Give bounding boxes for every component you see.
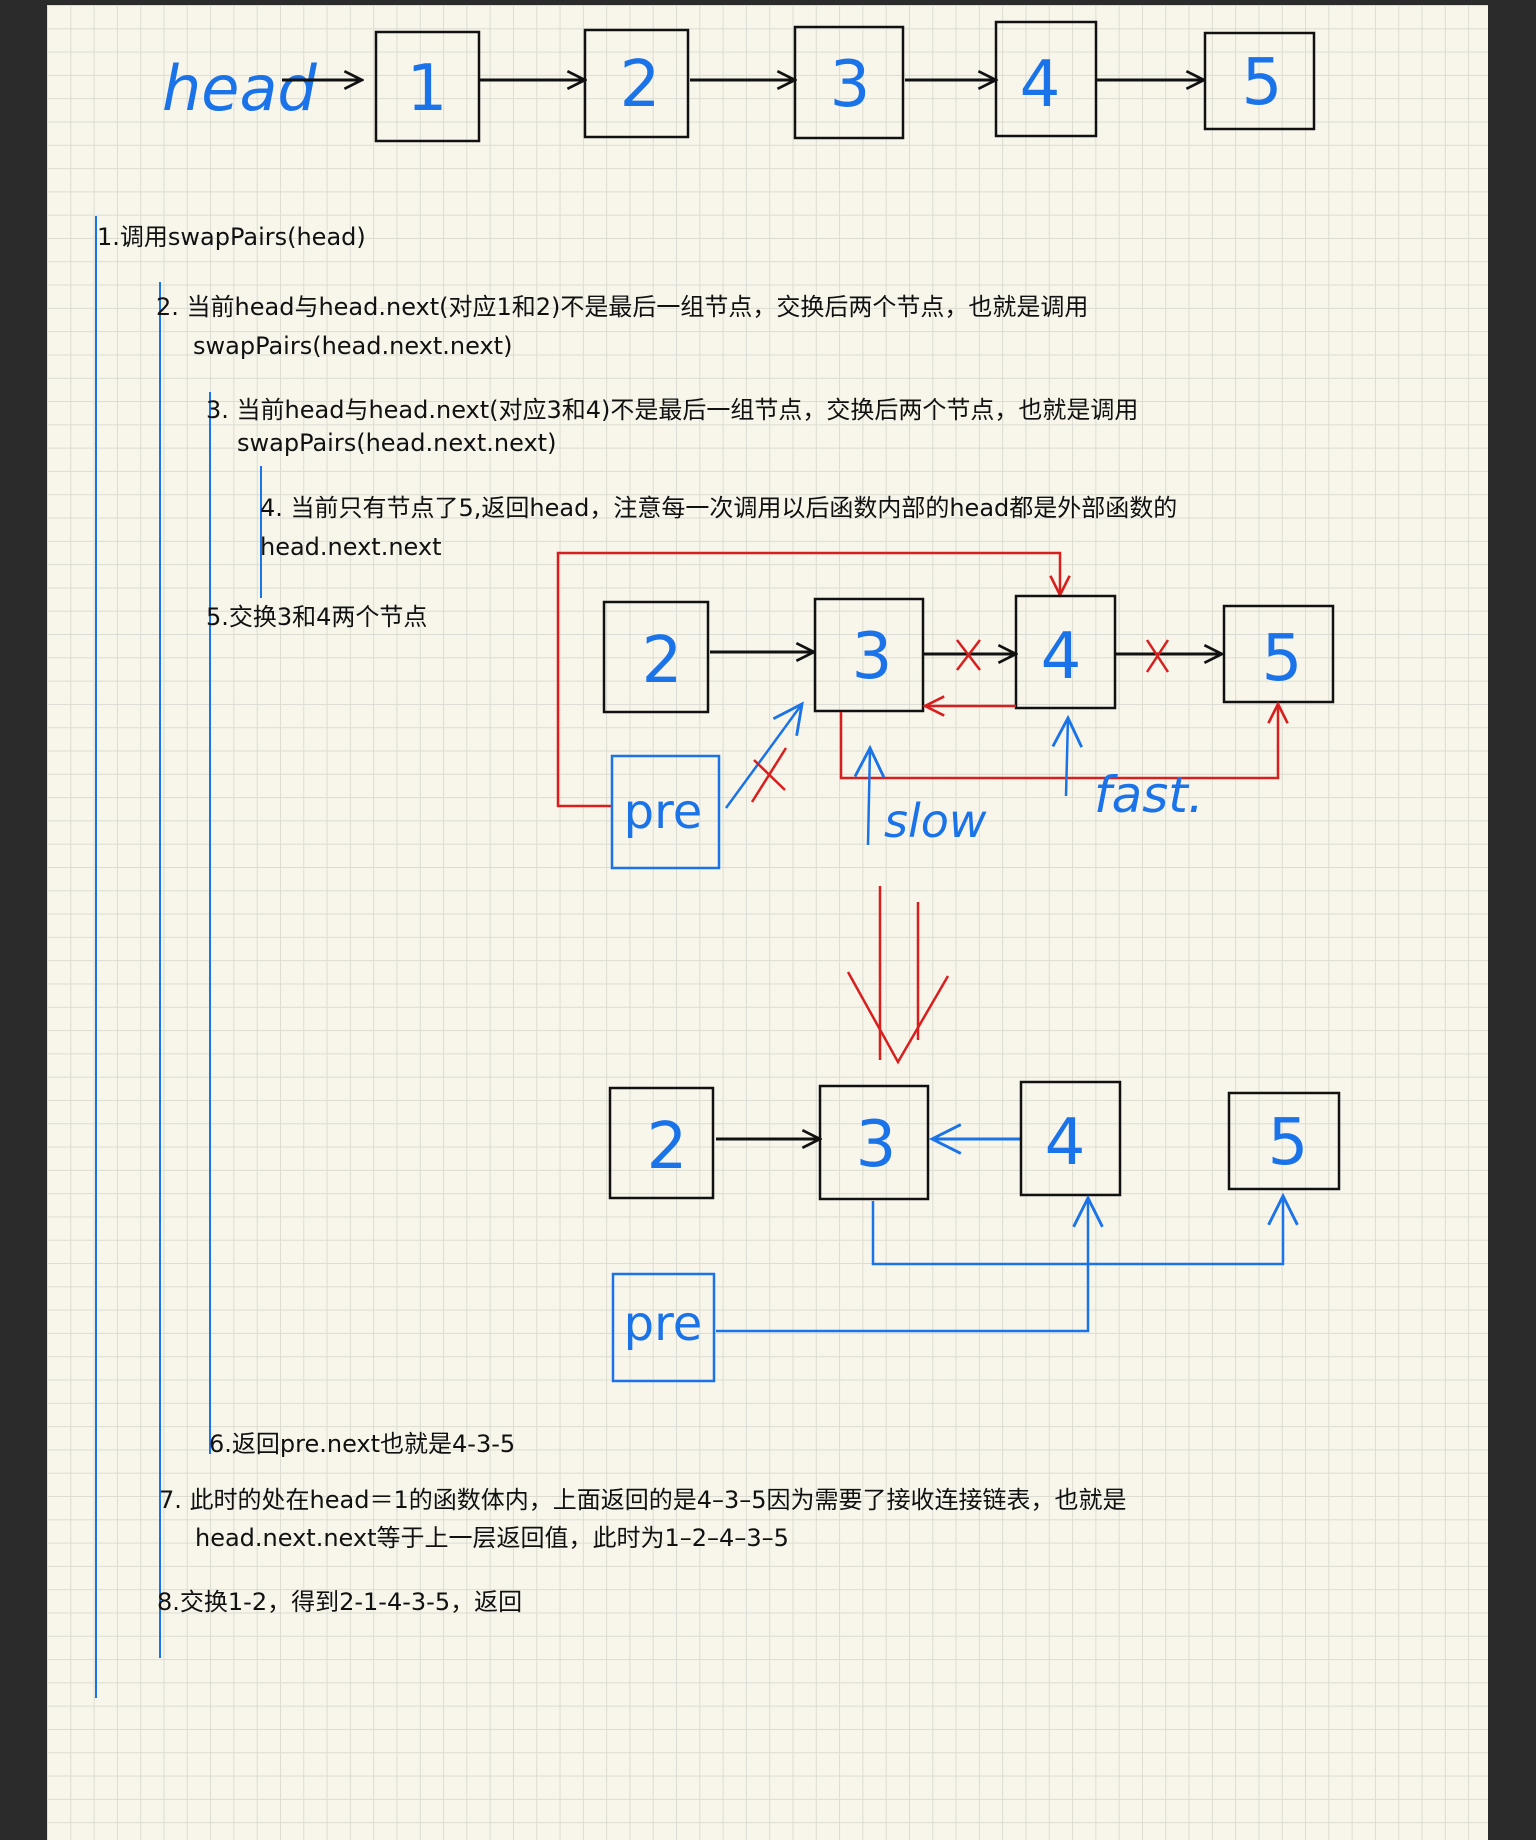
top-node-box-3 <box>793 25 905 140</box>
after-node-box-4 <box>1019 1080 1122 1197</box>
before-pre-label: pre <box>624 784 703 840</box>
step-6-text: 6.返回pre.next也就是4-3-5 <box>209 1430 516 1458</box>
swap-after-diagram: 2 3 4 5 pre <box>608 1080 1341 1383</box>
before-node-value-3: 3 <box>852 620 893 694</box>
top-node-box-4 <box>994 20 1098 138</box>
step-5-text: 5.交换3和4两个节点 <box>206 603 428 631</box>
pre-to-3-blue-arrow <box>724 701 804 809</box>
step-4-line-2: head.next.next <box>260 533 442 561</box>
after-node-value-4: 4 <box>1045 1106 1086 1180</box>
before-node-value-2: 2 <box>642 624 683 698</box>
after-link-pre-to-4 <box>716 1194 1104 1333</box>
top-node-value-5: 5 <box>1242 46 1283 120</box>
top-node-value-2: 2 <box>620 48 661 122</box>
top-node-box-5 <box>1203 31 1316 131</box>
top-node-value-4: 4 <box>1020 48 1061 122</box>
grid-paper <box>47 5 1488 1840</box>
after-pre-box <box>611 1272 716 1383</box>
slow-pointer-arrow <box>853 744 886 846</box>
cross-mark-3-4 <box>956 639 981 671</box>
top-node-box-1 <box>374 30 481 143</box>
fast-pointer-arrow <box>1051 714 1083 797</box>
step-7-line-2: head.next.next等于上一层返回值，此时为1–2–4–3–5 <box>195 1524 789 1552</box>
step-3-line-1: 3. 当前head与head.next(对应3和4)不是最后一组节点，交换后两个… <box>206 396 1139 424</box>
red-link-3-to-5 <box>839 704 1278 780</box>
after-node-box-5 <box>1227 1091 1341 1191</box>
step-2-line-2: swapPairs(head.next.next) <box>193 332 513 360</box>
before-node-box-3 <box>813 597 925 713</box>
before-pre-box <box>610 754 721 870</box>
step-8-text: 8.交换1-2，得到2-1-4-3-5，返回 <box>157 1588 523 1616</box>
step-1-text: 1.调用swapPairs(head) <box>97 223 366 251</box>
before-node-box-2 <box>602 600 710 714</box>
after-node-value-3: 3 <box>856 1108 897 1182</box>
after-node-box-2 <box>608 1086 715 1200</box>
cross-mark-pre-3 <box>750 747 788 803</box>
before-node-box-4 <box>1014 594 1117 710</box>
swap-before-diagram: 2 3 4 5 pre slow fast. <box>556 551 1335 870</box>
top-node-value-1: 1 <box>407 52 448 126</box>
after-node-box-3 <box>818 1084 930 1201</box>
top-node-value-3: 3 <box>830 48 871 122</box>
top-node-box-2 <box>583 28 690 139</box>
transition-arrow <box>846 886 950 1065</box>
after-link-3-to-5 <box>871 1192 1299 1266</box>
pre-to-4-red-link <box>556 551 1060 808</box>
before-node-value-4: 4 <box>1041 620 1082 694</box>
slow-label: slow <box>884 794 987 848</box>
after-pre-label: pre <box>624 1296 703 1352</box>
step-3-line-2: swapPairs(head.next.next) <box>237 429 557 457</box>
step-7-line-1: 7. 此时的处在head＝1的函数体内，上面返回的是4–3–5因为需要了接收连接… <box>159 1486 1127 1514</box>
recursion-depth-bars <box>95 216 262 1698</box>
fast-label: fast. <box>1094 766 1204 824</box>
cross-mark-4-5 <box>1145 639 1170 673</box>
head-label: head <box>162 52 317 125</box>
before-node-value-5: 5 <box>1262 622 1303 696</box>
after-node-value-2: 2 <box>647 1110 688 1184</box>
after-node-value-5: 5 <box>1268 1106 1309 1180</box>
step-2-line-1: 2. 当前head与head.next(对应1和2)不是最后一组节点，交换后两个… <box>156 293 1089 321</box>
top-linked-list: head 1 2 3 4 5 <box>162 20 1316 143</box>
step-4-line-1: 4. 当前只有节点了5,返回head，注意每一次调用以后函数内部的head都是外… <box>260 494 1178 522</box>
